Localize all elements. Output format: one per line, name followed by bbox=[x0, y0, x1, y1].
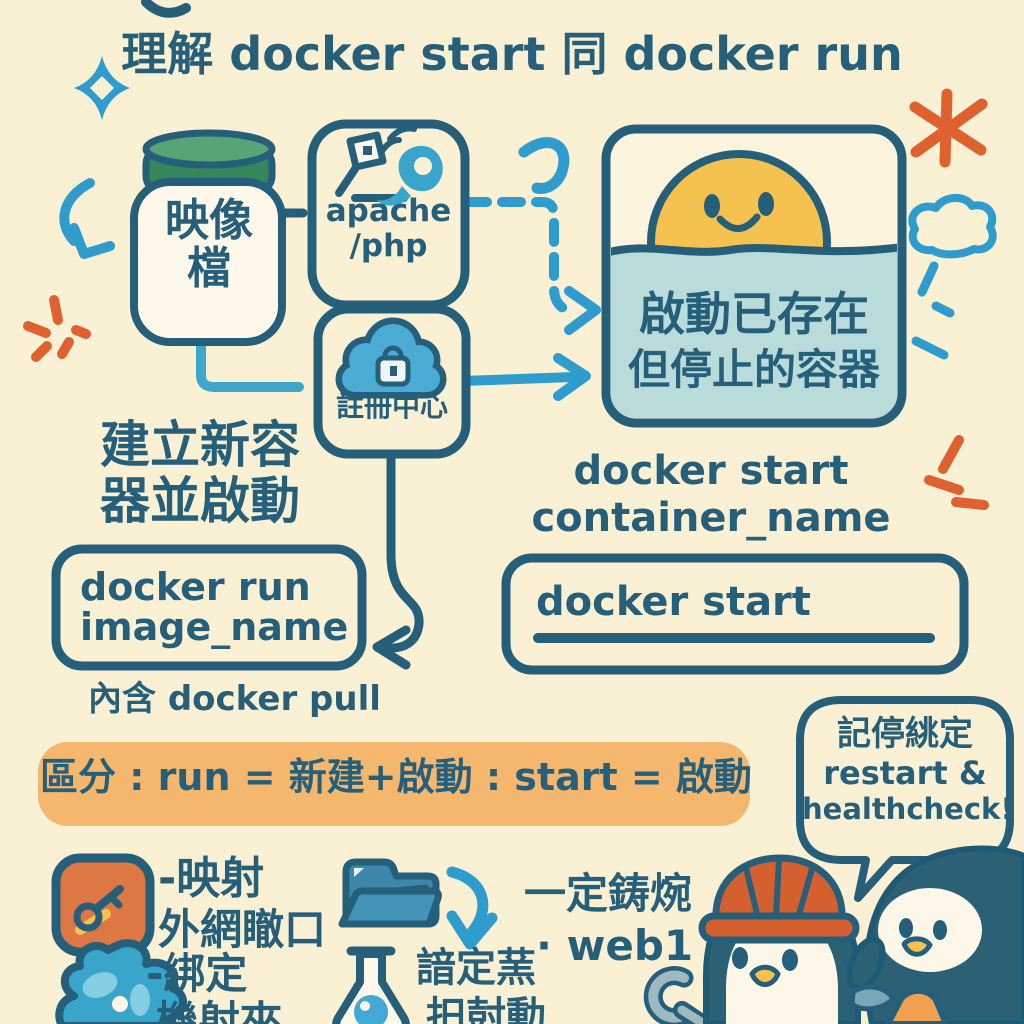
bubble-line2: restart & bbox=[823, 754, 987, 792]
bind-icon bbox=[55, 939, 187, 1024]
container-icon bbox=[601, 124, 907, 428]
legend-autostart-line1: 諳定蓔 bbox=[416, 945, 536, 991]
start-heading-line1: docker start bbox=[573, 448, 849, 494]
rain-dashes-icon bbox=[911, 261, 955, 360]
bubble-line3: healthcheck! bbox=[802, 792, 1014, 826]
run-heading-line1: 建立新容 bbox=[100, 416, 300, 474]
asterisk-icon bbox=[909, 88, 988, 168]
run-command-line1: docker run bbox=[80, 565, 311, 609]
cloud-icon bbox=[908, 194, 997, 259]
legend-bind-line1: -綁定 bbox=[146, 949, 248, 998]
port-icon bbox=[51, 853, 155, 957]
solid-arrow bbox=[457, 353, 591, 401]
penguin-left-icon bbox=[698, 854, 861, 1024]
run-command-box bbox=[51, 544, 367, 671]
registry-label: 註冊中心 bbox=[335, 390, 448, 423]
image-jar-icon bbox=[130, 129, 286, 346]
jar-label-line2: 檔 bbox=[187, 243, 231, 294]
registry-cloud-icon bbox=[335, 317, 447, 399]
legend-autostart-line2: 抇尌動 bbox=[426, 994, 546, 1024]
start-command-text: docker start bbox=[536, 579, 811, 625]
jar-registry-connector bbox=[196, 339, 304, 392]
run-command-line2: image_name bbox=[80, 605, 349, 649]
legend-name-line1: 一定鋳焥 bbox=[524, 869, 693, 918]
folder-icon bbox=[338, 858, 442, 928]
legend-port-line1: -映射 bbox=[158, 853, 265, 904]
banner-text: 區分 : run = 新建+啟動 : start = 啟動 bbox=[40, 755, 752, 799]
penguin-right-icon bbox=[846, 845, 1024, 1024]
bubble-line1: 記停絩定 bbox=[837, 714, 973, 754]
jar-label-line1: 映像 bbox=[165, 195, 253, 246]
burst-icon bbox=[23, 295, 91, 362]
banner-bg bbox=[38, 742, 750, 826]
legend-port-line2: 外網瞮口 bbox=[158, 905, 327, 954]
apache-label-line2: /php bbox=[349, 228, 428, 264]
run-heading-line2: 器並啟動 bbox=[100, 472, 300, 530]
apache-php-icon bbox=[335, 125, 443, 206]
down-arrow-icon bbox=[446, 866, 498, 950]
swoosh-doodle bbox=[518, 137, 570, 194]
legend-name-line2: · web1 bbox=[536, 921, 694, 970]
run-note: 內含 docker pull bbox=[88, 679, 381, 719]
page-title: 理解 docker start 同 docker run bbox=[121, 27, 903, 81]
flask-icon bbox=[332, 946, 410, 1024]
apache-label-line1: apache bbox=[325, 193, 452, 229]
corner-doodle bbox=[141, 0, 191, 18]
curved-arrow-icon bbox=[59, 178, 115, 259]
registry-run-arrow bbox=[372, 451, 424, 670]
start-heading-line2: container_name bbox=[531, 495, 891, 541]
emphasis-dashes-icon bbox=[924, 435, 989, 510]
legend-bind-line2: 機射夾 bbox=[156, 997, 283, 1024]
wrench-icon bbox=[643, 966, 715, 1024]
container-label-line1: 啟動已存在 bbox=[639, 287, 869, 341]
dashed-arrow bbox=[463, 197, 601, 335]
sparkle-icon bbox=[74, 56, 130, 120]
container-label-line2: 但停止的容器 bbox=[627, 345, 880, 394]
